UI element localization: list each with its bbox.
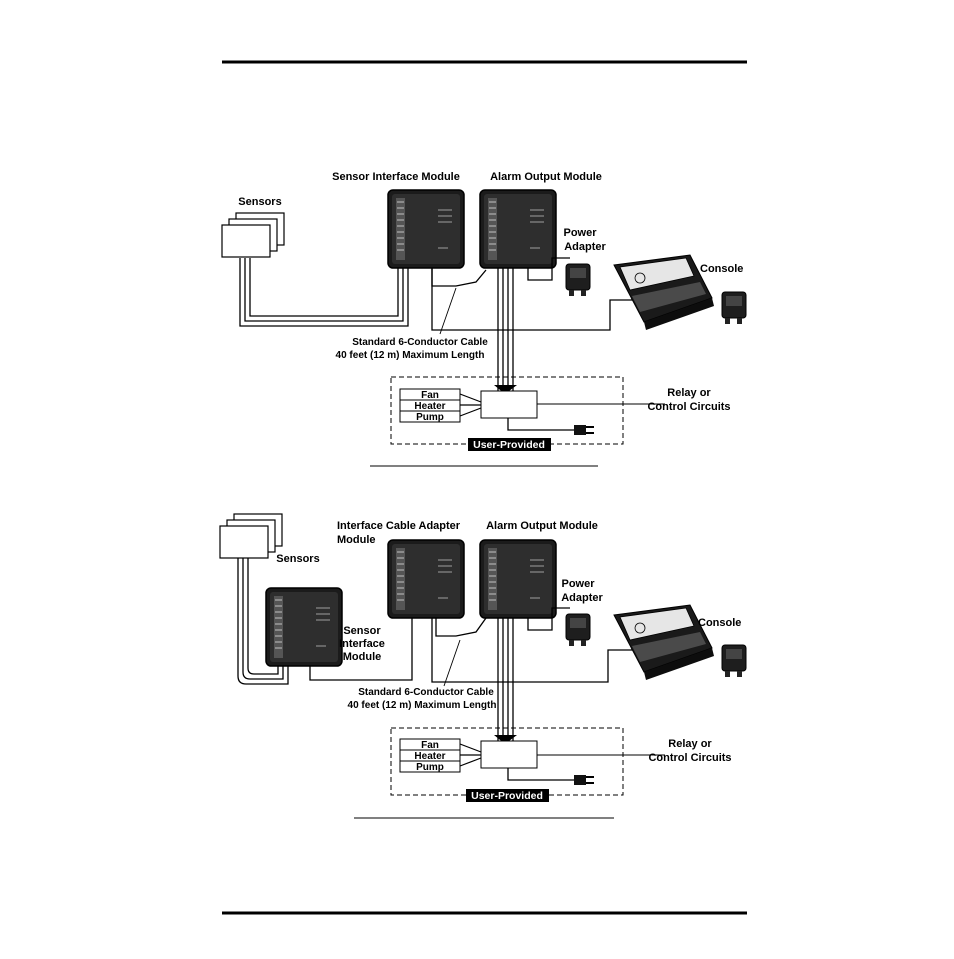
sensor-interface-module: [387, 189, 465, 269]
console-power-adapter: [721, 644, 747, 678]
label-sensors: Sensors: [276, 553, 319, 565]
cable-callout: [443, 639, 461, 687]
relay-power-cord: [507, 418, 574, 431]
console-cable: [431, 268, 633, 331]
power-cable: [527, 257, 570, 281]
relay-load-wires: [459, 393, 482, 417]
console-cable: [431, 618, 633, 683]
label-user-provided: User-Provided: [473, 439, 545, 451]
label-sensor-interface-line3: Module: [343, 651, 382, 663]
label-alarm-output-module: Alarm Output Module: [490, 171, 602, 183]
label-heater: Heater: [414, 401, 445, 412]
relay-output-wires: [497, 268, 514, 392]
interface-cable-adapter-module: [387, 539, 465, 619]
label-interface-cable-adapter-line2: Module: [337, 534, 376, 546]
label-heater: Heater: [414, 751, 445, 762]
relay-box: [480, 740, 538, 769]
plug-icon: [573, 774, 595, 786]
console-icon: [613, 254, 714, 330]
label-relay-line2: Control Circuits: [648, 752, 731, 764]
console-power-adapter: [721, 291, 747, 325]
module-link-cable: [431, 268, 487, 287]
user-provided-area: [390, 727, 624, 796]
relay-load-wires: [459, 743, 482, 767]
relay-power-cord: [507, 768, 574, 781]
label-sensors: Sensors: [238, 196, 281, 208]
label-relay-line1: Relay or: [668, 738, 712, 750]
module-link-cable: [435, 617, 487, 637]
label-user-provided: User-Provided: [471, 790, 543, 802]
label-cable-line1: Standard 6-Conductor Cable: [358, 687, 494, 698]
pump-box: [399, 410, 461, 423]
user-provided-tag: [468, 438, 551, 451]
label-cable-line2: 40 feet (12 m) Maximum Length: [336, 350, 485, 361]
user-provided-tag: [466, 789, 549, 802]
label-power-adapter-line2: Adapter: [564, 241, 606, 253]
label-power-adapter-line2: Adapter: [561, 592, 603, 604]
label-alarm-output-module: Alarm Output Module: [486, 520, 598, 532]
label-power-adapter-line1: Power: [561, 578, 595, 590]
label-console: Console: [700, 263, 743, 275]
label-sensor-interface-module: Sensor Interface Module: [332, 171, 460, 183]
power-adapter: [565, 613, 591, 647]
sensors-icon: [221, 212, 285, 258]
power-cable: [527, 607, 570, 631]
console-icon: [613, 604, 714, 680]
plug-icon: [573, 424, 595, 436]
alarm-output-module: [479, 539, 557, 619]
diagram-standard-setup: Sensor Interface Module Alarm Output Mod…: [221, 171, 747, 467]
sensor-cables: [239, 258, 409, 327]
sensors-icon: [219, 513, 283, 559]
diagram-adapter-setup: Sensors Sensor Interface Module Interfac…: [219, 513, 747, 819]
relay-output-wires: [497, 618, 514, 742]
sensor-cables: [237, 558, 289, 685]
label-relay-line2: Control Circuits: [647, 401, 730, 413]
label-cable-line2: 40 feet (12 m) Maximum Length: [348, 700, 497, 711]
label-power-adapter-line1: Power: [563, 227, 597, 239]
label-fan: Fan: [421, 390, 439, 401]
cable-callout: [439, 287, 457, 335]
user-provided-area: [390, 376, 624, 445]
label-interface-cable-adapter-line1: Interface Cable Adapter: [337, 520, 461, 532]
sensor-interface-module: [265, 587, 343, 667]
label-sensor-interface-line2: Interface: [339, 638, 385, 650]
label-pump: Pump: [416, 412, 444, 423]
pump-box: [399, 760, 461, 773]
label-fan: Fan: [421, 740, 439, 751]
relay-box: [480, 390, 538, 419]
sim-adapter-cable: [309, 618, 413, 681]
label-sensor-interface-line1: Sensor: [343, 625, 381, 637]
alarm-output-module: [479, 189, 557, 269]
power-adapter: [565, 263, 591, 297]
label-cable-line1: Standard 6-Conductor Cable: [352, 337, 488, 348]
label-console: Console: [698, 617, 741, 629]
label-pump: Pump: [416, 762, 444, 773]
label-relay-line1: Relay or: [667, 387, 711, 399]
